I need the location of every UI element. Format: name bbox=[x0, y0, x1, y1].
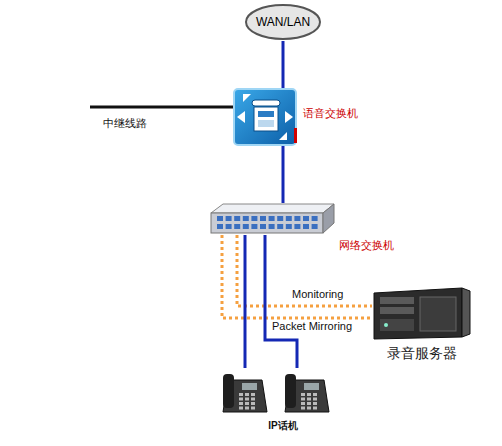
device-node: 网络交换机 bbox=[205, 203, 335, 235]
connector-label: Monitoring bbox=[292, 288, 343, 300]
device-node: 录音服务器 bbox=[372, 285, 472, 341]
connector-line bbox=[244, 235, 247, 368]
ip-phone-icons bbox=[223, 374, 329, 412]
device-node: 语音交换机 bbox=[233, 88, 298, 146]
node-outline bbox=[215, 368, 335, 416]
connector-line bbox=[265, 235, 297, 368]
connector-label: Packet Mirroring bbox=[272, 320, 352, 332]
device-node: WAN/LAN bbox=[244, 3, 322, 41]
node-outline bbox=[372, 285, 472, 341]
node-outline bbox=[233, 88, 298, 146]
network-switch-icon bbox=[211, 204, 334, 233]
line-label: 中继线路 bbox=[103, 116, 147, 131]
connector-line bbox=[282, 41, 285, 88]
connector-line bbox=[282, 146, 285, 203]
node-label: WAN/LAN bbox=[244, 3, 322, 41]
node-label: IP话机 bbox=[215, 419, 351, 433]
node-outline bbox=[205, 203, 335, 235]
node-label: 录音服务器 bbox=[372, 345, 472, 363]
voice-switch-icon bbox=[234, 89, 297, 145]
server-icon bbox=[374, 288, 470, 339]
node-label: 网络交换机 bbox=[339, 238, 394, 253]
node-label: 语音交换机 bbox=[303, 106, 358, 121]
trunk-line bbox=[90, 106, 233, 109]
device-node: IP话机 bbox=[215, 368, 335, 416]
